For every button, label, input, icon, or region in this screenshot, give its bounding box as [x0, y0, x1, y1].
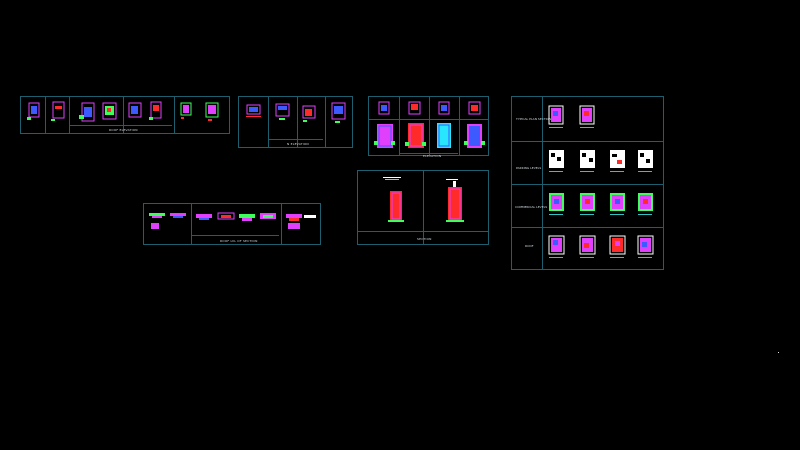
- sheet-divider: [191, 235, 279, 236]
- sheet-divider: [399, 153, 458, 154]
- sheet-title: ROOF ELEVATION: [109, 128, 138, 132]
- sheet-divider: [45, 97, 46, 133]
- roof-elevation-drawings[interactable]: [21, 97, 231, 135]
- sheet-elevation-set[interactable]: ELEVATION: [368, 96, 490, 158]
- sheet-divider: [358, 231, 488, 232]
- sheet-divider: [191, 204, 192, 244]
- sheet-divider: [512, 227, 663, 228]
- sheet-plans[interactable]: TYPICAL PLAN SECTION PARKING LEVELS COMM…: [511, 96, 664, 270]
- sheet-divider: [423, 171, 424, 244]
- sheet-title: N ELEVATION: [287, 142, 309, 146]
- sheet-elevation[interactable]: N ELEVATION: [238, 96, 353, 148]
- sheet-divider: [459, 97, 460, 155]
- sheet-title: ELEVATION: [423, 154, 442, 158]
- sheet-divider: [174, 97, 175, 133]
- section-drawings[interactable]: [358, 171, 490, 246]
- sheet-divider: [69, 97, 70, 133]
- sheet-divider: [123, 97, 124, 133]
- plans-row-label: PARKING LEVELS: [516, 166, 542, 170]
- sheet-divider: [542, 97, 543, 269]
- sheet-title: SECTION: [417, 237, 432, 241]
- sheet-title: ROOF LVL OF SECTION: [220, 239, 258, 243]
- sheet-divider: [69, 125, 172, 126]
- sheet-divider: [512, 184, 663, 185]
- plans-row-label: TYPICAL PLAN SECTION: [516, 117, 552, 121]
- sheet-divider: [429, 97, 430, 155]
- sheet-section[interactable]: SECTION: [357, 170, 489, 245]
- plans-drawings[interactable]: [512, 97, 665, 271]
- sheet-divider: [369, 119, 488, 120]
- elevation-drawings[interactable]: [239, 97, 354, 149]
- plans-row-label: COMMERCIAL LEVELS: [515, 205, 548, 209]
- sheet-divider: [512, 141, 663, 142]
- sheet-divider: [281, 204, 282, 244]
- sheet-roof-section[interactable]: ROOF LVL OF SECTION: [143, 203, 321, 245]
- sheet-roof-elevation[interactable]: ROOF ELEVATION: [20, 96, 230, 134]
- sheet-divider: [297, 97, 298, 147]
- sheet-divider: [325, 97, 326, 147]
- sheet-divider: [268, 139, 323, 140]
- roof-section-drawings[interactable]: [144, 204, 322, 246]
- sheet-divider: [399, 97, 400, 155]
- elevation-set-drawings[interactable]: [369, 97, 490, 157]
- sheet-divider: [268, 97, 269, 147]
- stray-point: [778, 352, 779, 353]
- plans-row-label: ROOF: [525, 244, 534, 248]
